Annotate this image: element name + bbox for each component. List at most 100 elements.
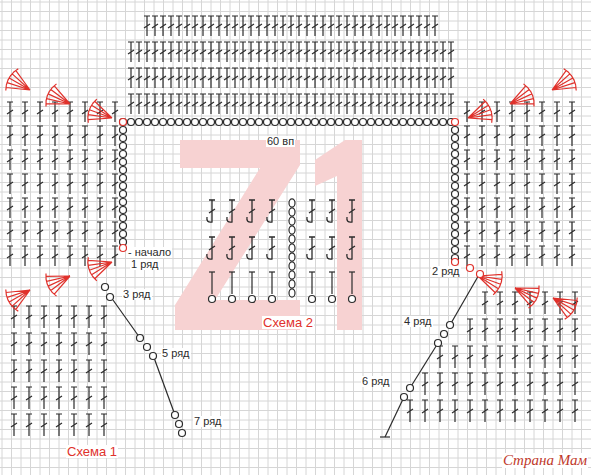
double-crochet-symbol bbox=[304, 42, 310, 62]
double-crochet-symbol bbox=[432, 68, 438, 88]
double-crochet-symbol bbox=[22, 246, 28, 266]
chain-stitch bbox=[120, 159, 127, 166]
double-crochet-symbol bbox=[557, 319, 563, 341]
stitch-line bbox=[309, 271, 315, 272]
chain-stitch bbox=[328, 119, 335, 126]
double-crochet-symbol bbox=[422, 373, 428, 395]
double-crochet-symbol bbox=[408, 94, 414, 114]
double-crochet-symbol bbox=[97, 150, 103, 170]
double-crochet-symbol bbox=[272, 94, 278, 114]
scheme-title: Схема 1 bbox=[66, 445, 118, 458]
chain-stitch bbox=[384, 119, 391, 126]
double-crochet-symbol bbox=[479, 150, 485, 170]
grid-line bbox=[486, 0, 487, 475]
double-crochet-symbol bbox=[71, 387, 77, 409]
chain-stitch bbox=[232, 119, 239, 126]
chain-stitch bbox=[452, 119, 459, 126]
grid-line bbox=[0, 182, 591, 183]
double-crochet-symbol bbox=[67, 102, 73, 122]
chain-stitch bbox=[349, 296, 356, 303]
double-crochet-symbol bbox=[176, 16, 182, 36]
double-crochet-symbol bbox=[494, 126, 500, 146]
double-crochet-symbol bbox=[352, 68, 358, 88]
double-crochet-symbol bbox=[288, 42, 294, 62]
double-crochet-symbol bbox=[376, 42, 382, 62]
double-crochet-symbol bbox=[554, 222, 560, 242]
grid-line bbox=[0, 49, 591, 50]
increase-fan bbox=[510, 84, 534, 107]
post-stitch-symbol bbox=[307, 200, 315, 222]
double-crochet-symbol bbox=[136, 68, 142, 88]
double-crochet-symbol bbox=[224, 42, 230, 62]
stitch-line bbox=[410, 343, 438, 388]
double-crochet-symbol bbox=[539, 246, 545, 266]
double-crochet-symbol bbox=[256, 68, 262, 88]
double-crochet-symbol bbox=[497, 346, 503, 368]
double-crochet-symbol bbox=[37, 150, 43, 170]
double-crochet-symbol bbox=[280, 42, 286, 62]
grid-line bbox=[0, 2, 591, 3]
double-crochet-symbol bbox=[240, 68, 246, 88]
double-crochet-symbol bbox=[71, 306, 77, 328]
double-crochet-symbol bbox=[52, 198, 58, 218]
double-crochet-symbol bbox=[264, 68, 270, 88]
double-crochet-symbol bbox=[464, 198, 470, 218]
double-crochet-symbol bbox=[352, 42, 358, 62]
grid-line bbox=[0, 21, 591, 22]
double-crochet-symbol bbox=[569, 174, 575, 194]
double-crochet-symbol bbox=[509, 150, 515, 170]
grid-line bbox=[135, 0, 136, 475]
chain-stitch bbox=[120, 183, 127, 190]
double-crochet-symbol bbox=[524, 126, 530, 146]
double-crochet-symbol bbox=[416, 42, 422, 62]
grid-line bbox=[2, 0, 3, 475]
double-crochet-symbol bbox=[432, 94, 438, 114]
chain-stitch bbox=[289, 208, 295, 216]
double-crochet-symbol bbox=[432, 42, 438, 62]
double-crochet-symbol bbox=[7, 102, 13, 122]
double-crochet-symbol bbox=[424, 68, 430, 88]
double-crochet-symbol bbox=[509, 102, 515, 122]
post-stitch-symbol bbox=[267, 200, 275, 222]
double-crochet-symbol bbox=[37, 222, 43, 242]
double-crochet-symbol bbox=[344, 94, 350, 114]
stitch-line bbox=[231, 272, 232, 294]
stitches bbox=[6, 16, 578, 437]
double-crochet-symbol bbox=[67, 198, 73, 218]
double-crochet-symbol bbox=[101, 387, 107, 409]
double-crochet-symbol bbox=[464, 126, 470, 146]
double-crochet-symbol bbox=[328, 68, 334, 88]
chain-stitch bbox=[120, 151, 127, 158]
double-crochet-symbol bbox=[408, 68, 414, 88]
double-crochet-symbol bbox=[280, 94, 286, 114]
double-crochet-symbol bbox=[467, 373, 473, 395]
double-crochet-symbol bbox=[539, 150, 545, 170]
double-crochet-symbol bbox=[184, 68, 190, 88]
double-crochet-symbol bbox=[82, 126, 88, 146]
stitch-line bbox=[229, 271, 235, 272]
chain-stitch bbox=[269, 296, 276, 303]
chain-stitch bbox=[407, 385, 414, 392]
double-crochet-symbol bbox=[312, 94, 318, 114]
double-crochet-symbol bbox=[539, 126, 545, 146]
chain-stitch bbox=[440, 119, 447, 126]
double-crochet-symbol bbox=[336, 68, 342, 88]
chain-stitch bbox=[120, 231, 127, 238]
double-crochet-symbol bbox=[232, 94, 238, 114]
chain-stitch bbox=[144, 119, 151, 126]
double-crochet-symbol bbox=[128, 68, 134, 88]
double-crochet-symbol bbox=[71, 333, 77, 355]
chain-stitch bbox=[467, 265, 474, 272]
double-crochet-symbol bbox=[376, 68, 382, 88]
chain-stitch bbox=[452, 167, 459, 174]
chain-stitch bbox=[176, 421, 183, 428]
chain-stitch bbox=[452, 159, 459, 166]
chain-stitch bbox=[120, 167, 127, 174]
double-crochet-symbol bbox=[440, 42, 446, 62]
double-crochet-symbol bbox=[22, 174, 28, 194]
watermark-shape bbox=[175, 140, 300, 330]
double-crochet-symbol bbox=[464, 102, 470, 122]
stitch-line bbox=[351, 272, 352, 294]
